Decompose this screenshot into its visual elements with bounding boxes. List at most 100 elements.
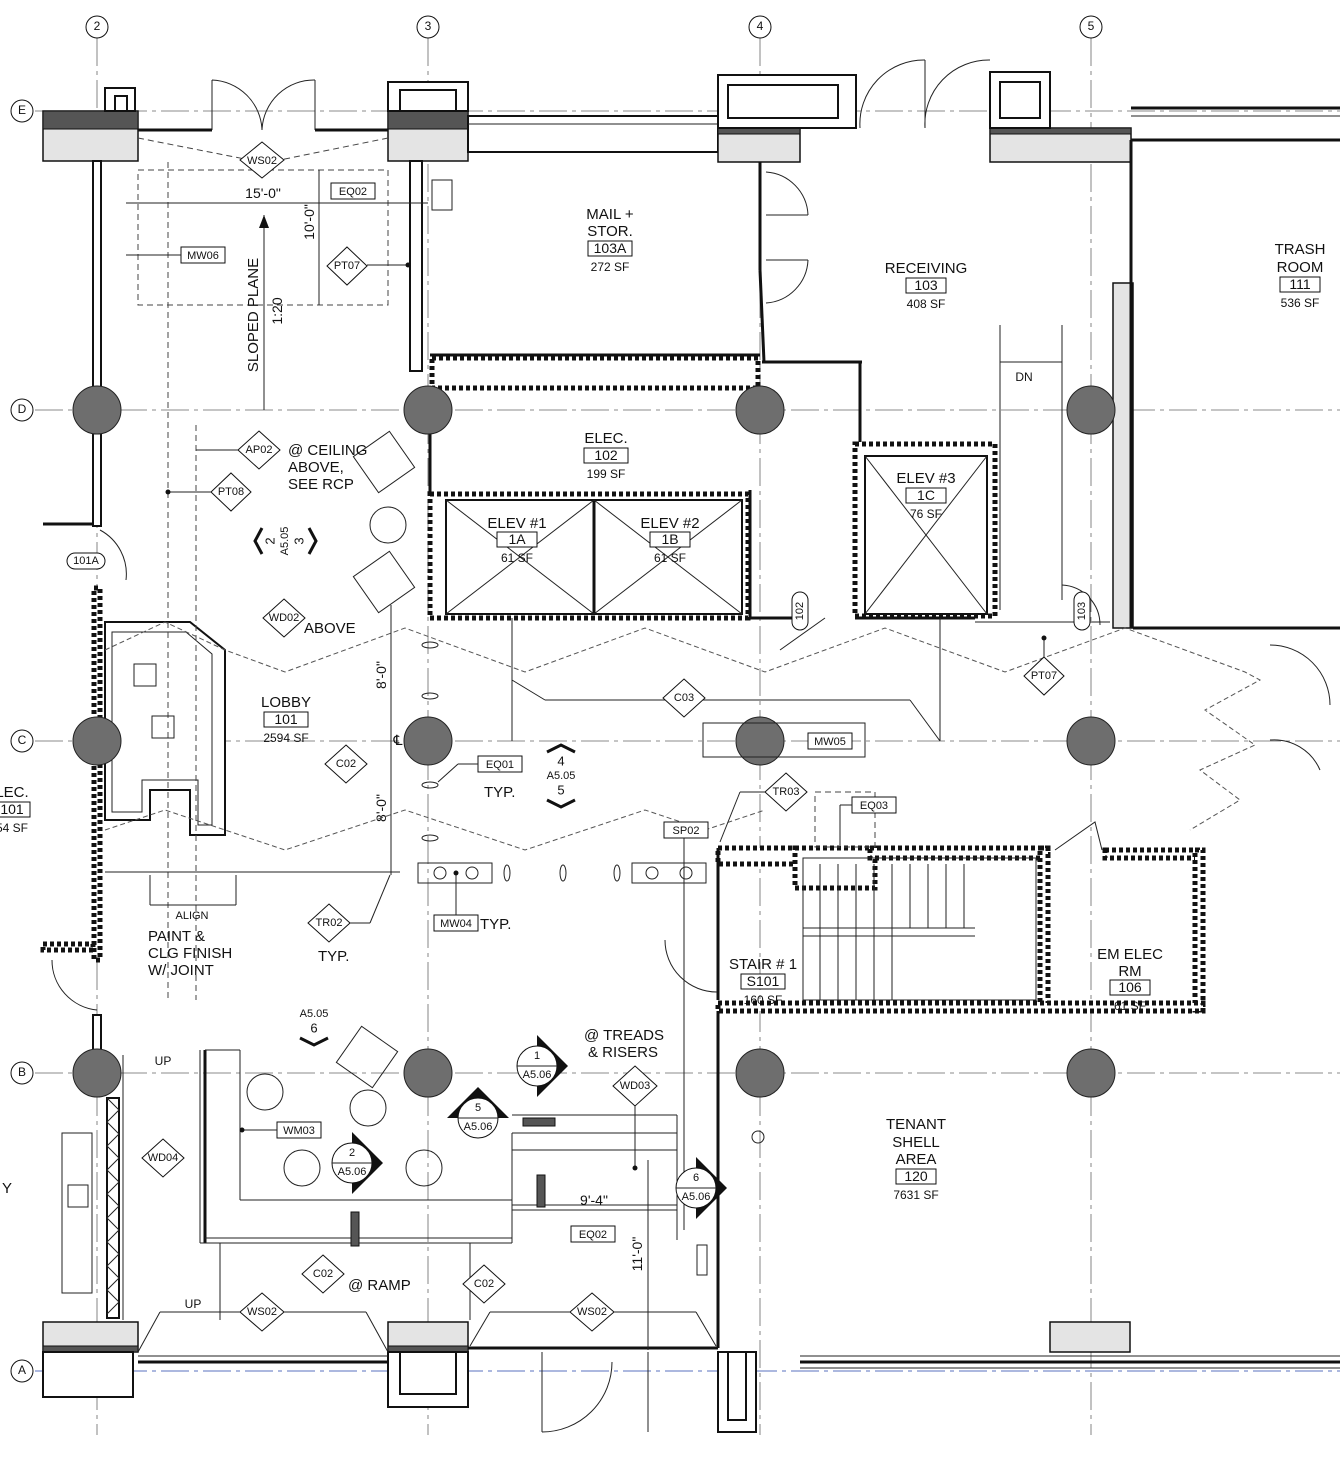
tag-pt07-north: PT07 — [326, 246, 411, 286]
tag-mw05: MW05 — [807, 732, 853, 750]
tag-eq02-south: EQ02 — [570, 1225, 616, 1243]
room-em-elec: EM ELEC RM 106 61 SF — [1097, 946, 1163, 1013]
tag-c02-south: C02 — [462, 1264, 506, 1304]
furniture — [133, 430, 707, 1187]
svg-text:PT07: PT07 — [334, 260, 360, 272]
note-paint-line1: PAINT & — [148, 928, 205, 945]
grid-col-5: 5 — [1088, 19, 1095, 33]
grid-row-c: C — [18, 733, 27, 747]
note-up-south: UP — [185, 1297, 202, 1311]
tag-tr02: TR02 — [307, 874, 391, 943]
svg-text:AP02: AP02 — [246, 444, 273, 456]
tag-tr03: TR03 — [719, 772, 808, 843]
svg-text:EQ03: EQ03 — [860, 800, 888, 812]
room-trash: TRASH ROOM 111 536 SF — [1275, 241, 1326, 310]
room-name-1a: ELEV #1 — [487, 515, 546, 532]
tag-ws02-north: WS02 — [239, 141, 285, 179]
room-number-s101: S101 — [747, 973, 780, 989]
stair-treads — [819, 864, 965, 1000]
room-number-1c: 1C — [917, 487, 935, 503]
svg-text:TR03: TR03 — [773, 786, 800, 798]
note-treads-line1: @ TREADS — [584, 1027, 664, 1044]
room-number-1b: 1B — [661, 531, 678, 547]
room-name-s101: STAIR # 1 — [729, 956, 797, 973]
finish-tags: WS02 EQ02 MW06 PT07 AP02 PT08 — [126, 141, 1065, 1353]
room-number-111: 111 — [1289, 276, 1310, 292]
svg-text:5: 5 — [475, 1102, 481, 1114]
door-tag-102: 102 — [791, 591, 809, 631]
room-number-elec-partial: 101 — [0, 801, 24, 817]
svg-text:103: 103 — [1076, 602, 1088, 620]
svg-text:WD03: WD03 — [620, 1080, 651, 1092]
grid-bubbles: 2 3 4 5 E D C B A — [10, 15, 1103, 1383]
ceiling-lines — [104, 137, 1262, 1350]
note-ramp: @ RAMP — [348, 1277, 411, 1294]
room-elec-101-partial: LEC. 101 54 SF — [0, 784, 31, 835]
room-number-103: 103 — [914, 277, 938, 293]
note-dn: DN — [1015, 370, 1032, 384]
svg-text:MW06: MW06 — [187, 250, 219, 262]
room-name-111-line1: TRASH — [1275, 241, 1326, 258]
svg-text:A5.05: A5.05 — [547, 770, 576, 782]
room-name-1b: ELEV #2 — [640, 515, 699, 532]
dim-8ft-upper: 8'-0" — [373, 661, 389, 689]
room-area-101: 2594 SF — [263, 731, 308, 745]
dim-11ft: 11'-0" — [629, 1237, 645, 1272]
exterior-walls — [40, 71, 1340, 1433]
svg-text:MW05: MW05 — [814, 736, 846, 748]
tag-pt07-east: PT07 — [1023, 635, 1065, 696]
room-name-111-line2: ROOM — [1277, 259, 1324, 276]
svg-text:EQ02: EQ02 — [339, 186, 367, 198]
tag-c03: C03 — [662, 678, 706, 718]
tag-wd04: WD04 — [141, 1138, 185, 1178]
svg-text:C02: C02 — [336, 758, 356, 770]
room-number-103a: 103A — [594, 240, 627, 256]
svg-text:SP02: SP02 — [673, 825, 700, 837]
tag-ap02: AP02 — [196, 430, 281, 470]
svg-text:WS02: WS02 — [577, 1306, 607, 1318]
svg-text:EQ02: EQ02 — [579, 1229, 607, 1241]
note-above: ABOVE — [304, 620, 356, 637]
grid-row-b: B — [18, 1065, 26, 1079]
note-ceiling-line3: SEE RCP — [288, 476, 354, 493]
room-area-elec-partial: 54 SF — [0, 821, 28, 835]
dim-8ft-lower: 8'-0" — [373, 794, 389, 822]
tag-eq02-north: EQ02 — [330, 182, 376, 200]
misc-details — [421, 179, 765, 1276]
tag-sp02: SP02 — [663, 821, 709, 839]
section-mark-5: 5 A5.06 — [447, 1087, 509, 1139]
door-tag-103: 103 — [1073, 591, 1091, 631]
grid-col-2: 2 — [94, 19, 101, 33]
note-paint-line2: CLG FINISH — [148, 945, 232, 962]
room-name-120-line1: TENANT — [886, 1116, 946, 1133]
svg-text:101A: 101A — [73, 555, 99, 567]
tag-wm03: WM03 — [239, 1121, 322, 1139]
room-area-120: 7631 SF — [893, 1188, 938, 1202]
room-area-1c: 76 SF — [910, 507, 942, 521]
svg-text:3: 3 — [291, 537, 306, 544]
section-mark-1: 1 A5.06 — [516, 1035, 568, 1097]
elevation-mark-2-3: 2 A5.05 3 — [253, 527, 318, 555]
section-mark-2: 2 A5.06 — [331, 1132, 383, 1194]
room-name-120-line2: SHELL — [892, 1134, 940, 1151]
doors — [51, 59, 1331, 1433]
room-mail-storage: MAIL + STOR. 103A 272 SF — [586, 206, 634, 274]
section-mark-6: 6 A5.06 — [675, 1157, 727, 1219]
svg-text:A5.05: A5.05 — [300, 1008, 329, 1020]
room-elec-102: ELEC. 102 199 SF — [583, 430, 629, 481]
svg-text:102: 102 — [794, 602, 806, 620]
room-area-1b: 61 SF — [654, 551, 686, 565]
svg-text:A5.06: A5.06 — [523, 1069, 552, 1081]
room-area-103a: 272 SF — [591, 260, 630, 274]
tag-c02-lobby: C02 — [324, 744, 368, 784]
room-number-120: 120 — [904, 1168, 928, 1184]
door-tags: 101A 102 103 — [66, 552, 1091, 631]
tag-c02-ramp: C02 — [301, 1254, 345, 1294]
room-stair-1: STAIR # 1 S101 160 SF — [729, 956, 797, 1007]
tag-mw04: MW04 — [433, 870, 479, 932]
svg-text:WS02: WS02 — [247, 155, 277, 167]
room-name-elec-partial: LEC. — [0, 784, 29, 801]
room-receiving: RECEIVING 103 408 SF — [885, 260, 968, 311]
room-name-103a-line2: STOR. — [587, 223, 633, 240]
room-elev-1: ELEV #1 1A 61 SF — [487, 515, 546, 565]
